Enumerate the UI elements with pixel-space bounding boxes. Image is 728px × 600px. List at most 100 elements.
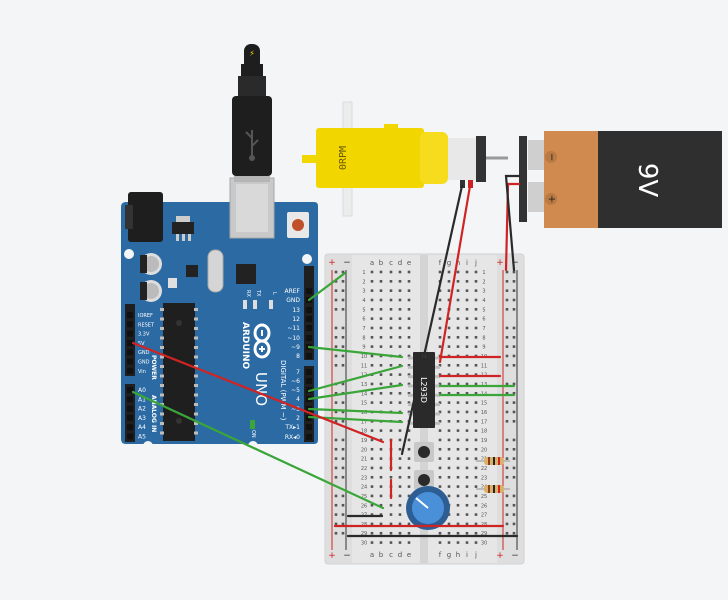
analog-pin-label: A4	[138, 424, 146, 431]
wire-pin4[interactable]	[307, 383, 404, 401]
row-number-right: 11	[481, 363, 487, 369]
row-number-left: 16	[361, 410, 367, 416]
row-number-right: 4	[482, 298, 485, 304]
row-number-right: 9	[482, 345, 485, 351]
column-letter-bottom: c	[389, 551, 393, 559]
column-letter-top: e	[407, 259, 411, 267]
arduino-model: UNO	[252, 372, 270, 406]
row-number-left: 10	[361, 354, 367, 360]
digital-pin-label: 4	[296, 396, 300, 403]
row-number-right: 6	[482, 317, 485, 323]
digital-pin-label: ~5	[291, 387, 300, 394]
row-number-left: 9	[362, 345, 365, 351]
row-number-left: 1	[362, 270, 365, 276]
row-number-left: 5	[362, 307, 365, 313]
row-number-right: 25	[481, 494, 487, 500]
column-letter-top: c	[389, 259, 393, 267]
row-number-right: 29	[481, 531, 487, 537]
row-number-left: 8	[362, 335, 365, 341]
wire-battery-red[interactable]	[504, 182, 521, 272]
row-number-right: 16	[481, 410, 487, 416]
row-number-left: 20	[361, 447, 367, 453]
analog-header	[125, 384, 135, 442]
tx-led-label: TX	[255, 289, 261, 297]
wire-pin3[interactable]	[307, 407, 404, 415]
wire-motor-black[interactable]	[400, 184, 464, 456]
battery-plus-label: +	[547, 195, 558, 203]
analog-pin-label: A1	[138, 396, 146, 403]
row-number-left: 30	[361, 541, 367, 547]
row-number-left: 15	[361, 401, 367, 407]
pushbutton-2[interactable]	[414, 470, 434, 490]
pushbutton-1[interactable]	[414, 442, 434, 462]
row-number-left: 2	[362, 279, 365, 285]
power-pin-label: IOREF	[138, 313, 153, 319]
wire-pin9[interactable]	[307, 345, 404, 359]
analog-pin-label: A0	[138, 387, 146, 394]
power-pin-label: 3.3V	[138, 332, 150, 338]
usb-cable[interactable]: ⚡	[232, 44, 272, 182]
analog-header-label: ANALOG IN	[150, 395, 157, 432]
breadboard-row-numbers-left: 1234567891011121314151617181920212223242…	[361, 270, 367, 547]
row-number-right: 24	[481, 485, 487, 491]
digital-pin-label: 8	[296, 353, 300, 360]
digital-pin-label: ~9	[291, 344, 300, 351]
row-number-left: 29	[361, 531, 367, 537]
wire-motor-red[interactable]	[438, 184, 472, 364]
digital-pin-label: 7	[296, 369, 300, 376]
resistor-2[interactable]	[476, 485, 510, 493]
l293d-driver-chip[interactable]: L293D	[408, 352, 440, 428]
wire-pin5[interactable]	[307, 364, 404, 393]
wires	[131, 174, 521, 538]
row-number-left: 14	[361, 391, 367, 397]
row-number-right: 27	[481, 513, 487, 519]
row-number-left: 23	[361, 475, 367, 481]
on-led-label: ON	[250, 430, 256, 438]
digital-pin-label: 2	[296, 415, 300, 422]
battery-voltage-label: 9V	[632, 163, 662, 198]
column-letter-bottom: e	[407, 551, 411, 559]
arduino-logo-icon	[253, 323, 271, 359]
row-number-right: 5	[482, 307, 485, 313]
row-number-left: 17	[361, 419, 367, 425]
row-number-left: 19	[361, 438, 367, 444]
potentiometer[interactable]	[406, 486, 450, 530]
column-letter-top: j	[474, 259, 477, 267]
rail-minus-top-left: −	[343, 258, 351, 268]
power-pin-label: GND	[138, 360, 150, 366]
row-number-left: 4	[362, 298, 365, 304]
arduino-uno-board[interactable]: RX TX L ARDUINO UNO DIGITAL (PWM ~) POWE…	[121, 177, 318, 451]
wire-5v[interactable]	[131, 341, 385, 444]
digital-pin-label: ~11	[287, 325, 300, 332]
rail-plus-bottom-left: +	[328, 551, 336, 561]
breadboard-holes	[334, 270, 516, 544]
arduino-brand: ARDUINO	[240, 322, 250, 370]
wire-gnd-rail[interactable]	[307, 271, 347, 302]
row-number-left: 25	[361, 494, 367, 500]
digital-header-label: DIGITAL (PWM ~)	[279, 360, 287, 421]
row-number-right: 8	[482, 335, 485, 341]
l-led-label: L	[271, 292, 277, 295]
wire-battery-black[interactable]	[504, 174, 521, 272]
row-number-right: 15	[481, 401, 487, 407]
analog-pin-label: A3	[138, 415, 146, 422]
column-letter-top: b	[379, 259, 384, 267]
row-number-right: 22	[481, 466, 487, 472]
digital-pin-label: AREF	[284, 288, 300, 295]
digital-pin-label: RX◂0	[285, 434, 300, 441]
column-letter-bottom: d	[398, 551, 402, 559]
resistor-1[interactable]	[476, 457, 510, 465]
row-number-right: 26	[481, 503, 487, 509]
battery-9v[interactable]: − + 9V	[519, 131, 722, 228]
rail-minus-top-right: −	[511, 258, 519, 268]
column-letter-bottom: f	[439, 551, 442, 559]
row-number-right: 17	[481, 419, 487, 425]
row-number-left: 7	[362, 326, 365, 332]
wire-a0[interactable]	[131, 390, 385, 510]
column-letter-top: a	[370, 259, 374, 267]
dc-motor[interactable]: 0RPM	[302, 101, 508, 217]
